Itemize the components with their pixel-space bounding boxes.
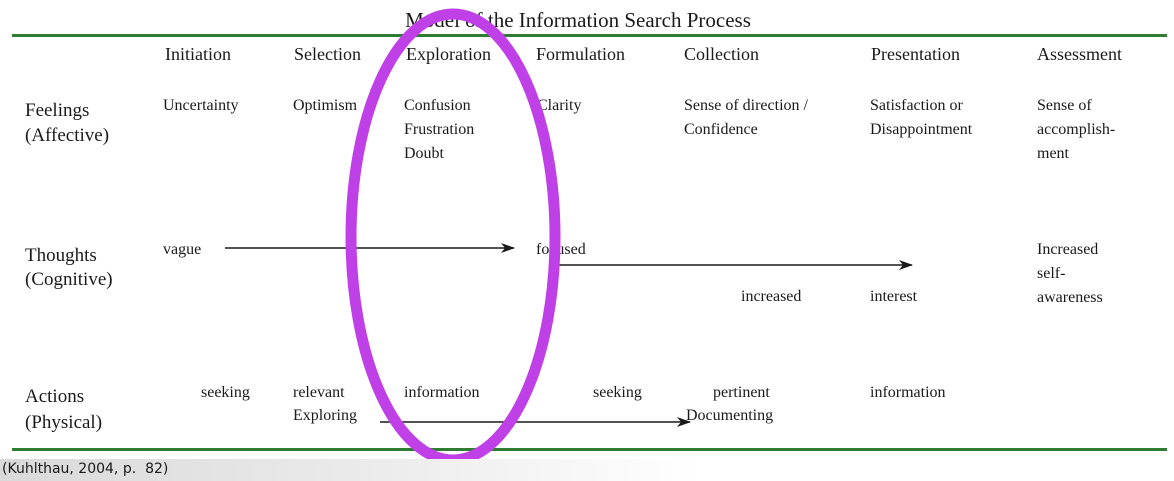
thoughts-focused: focused <box>536 241 586 258</box>
feelings-presentation: Satisfaction or Disappointment <box>870 97 973 138</box>
citation: (Kuhlthau, 2004, p. 82) <box>2 461 169 477</box>
stage-header-selection: Selection <box>294 44 361 64</box>
stage-header-formulation: Formulation <box>536 44 625 64</box>
stage-header-assessment: Assessment <box>1037 44 1122 64</box>
stage-header-presentation: Presentation <box>871 44 960 64</box>
actions-information-1: information <box>404 384 480 401</box>
actions-seeking-2: seeking <box>593 384 642 401</box>
feelings-assessment: Sense of accomplish- ment <box>1037 97 1119 162</box>
feelings-initiation: Uncertainty <box>163 97 239 114</box>
actions-relevant: relevant <box>293 384 345 401</box>
row-label-feelings: Feelings (Affective) <box>25 100 109 146</box>
citation-bar <box>0 459 700 481</box>
actions-exploring: Exploring <box>293 407 357 424</box>
feelings-exploration: Confusion Frustration Doubt <box>404 97 478 162</box>
row-label-thoughts: Thoughts (Cognitive) <box>25 245 113 290</box>
thoughts-assessment: Increased self- awareness <box>1037 241 1103 306</box>
stage-header-initiation: Initiation <box>165 44 231 64</box>
thoughts-vague: vague <box>163 241 201 258</box>
stage-header-collection: Collection <box>684 44 759 64</box>
feelings-formulation: Clarity <box>537 97 581 114</box>
bottom-rule <box>12 448 1167 451</box>
thoughts-interest: interest <box>870 288 918 305</box>
actions-documenting: Documenting <box>686 407 773 424</box>
feelings-selection: Optimism <box>293 97 358 114</box>
thoughts-increased: increased <box>741 288 801 305</box>
actions-pertinent: pertinent <box>713 384 770 401</box>
top-rule <box>12 34 1167 37</box>
stage-header-exploration: Exploration <box>406 44 491 64</box>
row-label-actions: Actions (Physical) <box>25 386 102 433</box>
actions-information-2: information <box>870 384 946 401</box>
actions-seeking-1: seeking <box>201 384 250 401</box>
feelings-collection: Sense of direction / Confidence <box>684 97 812 138</box>
